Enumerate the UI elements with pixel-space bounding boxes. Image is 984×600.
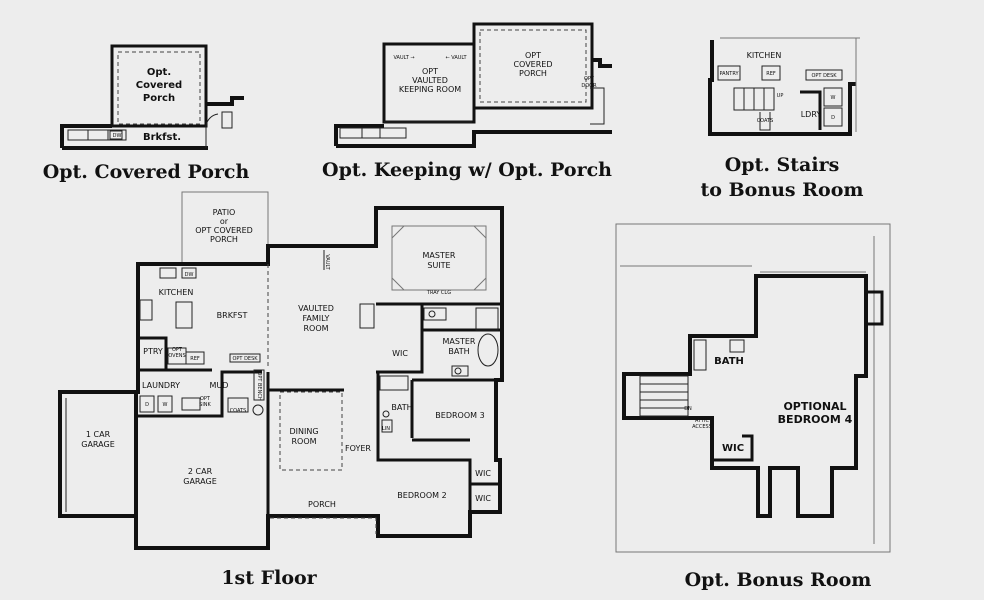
bonus-bedroom4-label-2: BEDROOM 4 [778,413,853,426]
patio-label-1: PATIO [213,208,236,217]
opt-sink-label-2: SINK [199,402,211,408]
bonus-bedroom4-label-1: OPTIONAL [783,400,846,413]
bonus-attic-label-2: ACCESS [692,424,712,430]
opt-door-2: DOOR [581,83,597,89]
caption-first-floor: 1st Floor [221,567,317,589]
opt-door-1: OPT [584,76,595,82]
dryer-label: D [145,402,149,408]
caption-stairs-1: Opt. Stairs [725,154,840,176]
dw-label: DW [113,133,122,139]
bath-label: BATH [391,403,412,412]
master-bath-label-2: BATH [448,347,469,356]
opt-stairs-plan: KITCHEN PANTRY REF OPT DESK UP W D LDRY … [701,37,864,201]
keeping-porch-label-1: OPT [525,51,541,60]
wic-b2-label: WIC [475,494,491,503]
master-bath-label-1: MASTER [443,337,476,346]
opt-oven-label-2: OVENS [168,353,185,359]
covered-porch-label-1: Opt. [147,67,171,78]
caption-bonus-room: Opt. Bonus Room [685,569,872,591]
stairs-coats: COATS [757,118,774,124]
patio-label-4: PORCH [210,235,238,244]
opt-bench-label: OPT BENCH [256,371,262,400]
bonus-bath-label: BATH [714,356,744,367]
keeping-porch-label-3: PORCH [519,69,547,78]
family-label-2: FAMILY [303,314,330,323]
lin-label: LIN [382,426,390,432]
coats-label: COATS [230,408,247,414]
bonus-attic-label-1: ATTIC [695,418,710,424]
dw-label-main: DW [185,272,194,278]
kitchen-label: KITCHEN [159,288,194,297]
car2-label-1: 2 CAR [188,467,213,476]
brkfst-label-main: BRKFST [217,311,248,320]
opt-desk-label: OPT DESK [232,356,258,362]
stairs-ref: REF [766,71,776,77]
patio-label-3: OPT COVERED [195,226,253,235]
caption-stairs-2: to Bonus Room [701,179,864,201]
stairs-ldry: LDRY [801,110,822,119]
opt-covered-porch-plan: Opt. Covered Porch Brkfst. DW Opt. Cover… [43,44,250,183]
caption-keeping-porch: Opt. Keeping w/ Opt. Porch [322,159,612,181]
porch-label: PORCH [308,500,336,509]
wic-master-label: WIC [392,349,408,358]
opt-sink-label-1: OPT [200,396,211,402]
bonus-wic-label: WIC [722,443,744,454]
master-suite-label-1: MASTER [423,251,456,260]
vault-right: ← VAULT [445,55,467,61]
vault-left: VAULT → [393,55,414,61]
master-suite-label-2: SUITE [427,261,450,270]
tray-clg-label: TRAY CLG [426,290,451,296]
covered-porch-label-2: Covered [136,80,182,91]
opt-keeping-porch-plan: VAULT → ← VAULT OPT VAULTED KEEPING ROOM… [322,22,612,181]
opt-oven-label-1: OPT [172,347,183,353]
dining-label-1: DINING [289,427,318,436]
wic-b3-label: WIC [475,469,491,478]
ref-label: REF [190,356,200,362]
covered-porch-label-3: Porch [143,93,175,104]
family-label-3: ROOM [303,324,328,333]
bedroom2-label: BEDROOM 2 [397,491,446,500]
car1-label-1: 1 CAR [86,430,111,439]
first-floor-plan: PATIO or OPT COVERED PORCH KITCHEN BRKFS… [58,191,504,589]
stairs-d: D [831,115,835,121]
bedroom3-label: BEDROOM 3 [435,411,484,420]
stairs-kitchen: KITCHEN [747,51,782,60]
opt-bonus-room-plan: BATH OPTIONAL BEDROOM 4 WIC DN ATTIC ACC… [615,223,891,591]
dining-label-2: ROOM [291,437,316,446]
stairs-opt-desk: OPT DESK [811,73,837,79]
stairs-up: UP [777,93,784,99]
ptry-label: PTRY [143,347,163,356]
caption-covered-porch: Opt. Covered Porch [43,161,250,183]
car1-label-2: GARAGE [81,440,115,449]
keeping-porch-label-2: COVERED [513,60,552,69]
laundry-label: LAUNDRY [142,381,180,390]
foyer-label: FOYER [345,444,371,453]
mud-label: MUD [210,381,229,390]
bonus-dn-label: DN [684,406,692,412]
brkfst-label: Brkfst. [143,132,181,143]
keeping-label-1: OPT [422,67,438,76]
car2-label-2: GARAGE [183,477,217,486]
keeping-label-3: KEEPING ROOM [399,85,461,94]
keeping-label-2: VAULTED [412,76,448,85]
washer-label: W [163,402,168,408]
patio-label-2: or [220,217,229,226]
vault-label: VAULT [324,254,330,270]
family-label-1: VAULTED [298,304,334,313]
stairs-pantry: PANTRY [719,71,739,77]
stairs-w: W [831,95,836,101]
